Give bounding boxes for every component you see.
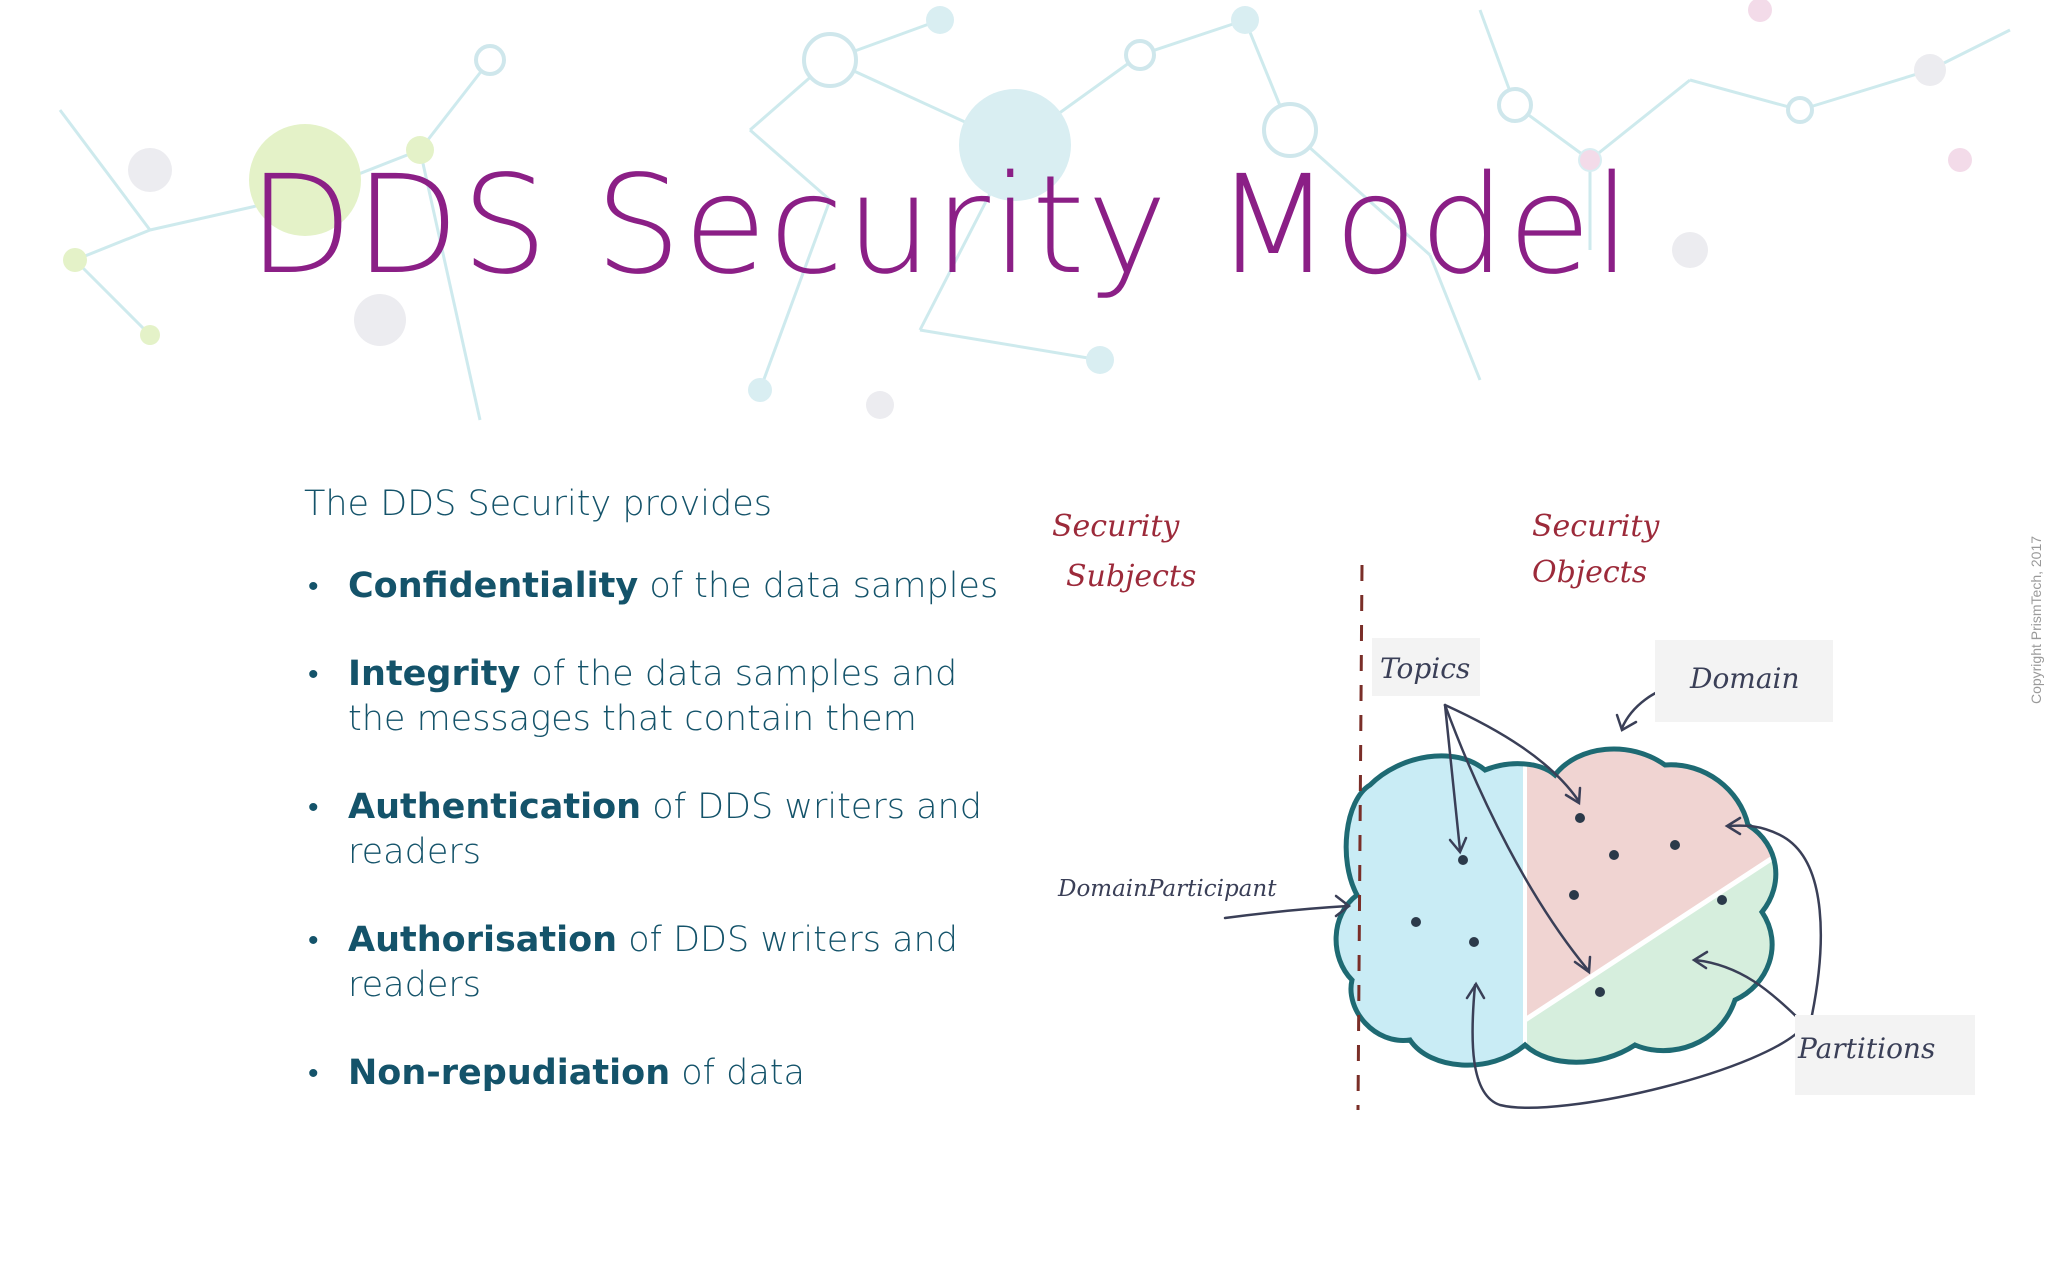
security-subjects-label: Security Subjects — [1052, 509, 1196, 594]
security-objects-label: Security Objects — [1532, 509, 1660, 590]
subjects-line-2: Subjects — [1066, 559, 1196, 594]
bullet-text: of DDS writers and readers — [348, 787, 982, 872]
partitions-label: Partitions — [1797, 1032, 1935, 1065]
bullet-marker: • — [308, 1056, 319, 1091]
entity-dots — [1411, 813, 1727, 997]
content-block: The DDS Security provides • Confidentiali… — [304, 484, 1004, 1139]
bullet-item-confidentiality: • Confidentiality of the data samples — [304, 564, 1004, 609]
topics-label: Topics — [1380, 652, 1470, 685]
bullet-text: of the data samples and the messages tha… — [348, 654, 958, 739]
subjects-line-1: Security — [1052, 509, 1180, 544]
bullet-keyword: Confidentiality — [348, 566, 639, 606]
objects-line-2: Objects — [1532, 555, 1647, 590]
domain-region — [1525, 748, 1776, 1020]
network-background — [58, 0, 2011, 421]
bullet-item-authorisation: • Authorisation of DDS writers and reader… — [304, 918, 1004, 1008]
bullet-keyword: Authentication — [348, 787, 642, 827]
domain-participant-label: DomainParticipant — [1057, 876, 1277, 902]
bullet-text: of the data samples — [638, 566, 999, 606]
domain-label: Domain — [1689, 662, 1800, 695]
bullet-text: of data — [670, 1053, 805, 1093]
bullet-item-authentication: • Authentication of DDS writers and reade… — [304, 785, 1004, 875]
domain-cloud — [1333, 746, 1779, 1068]
bullet-marker: • — [308, 569, 319, 604]
bullet-marker: • — [308, 923, 319, 958]
bullet-item-non-repudiation: • Non-repudiation of data — [304, 1051, 1004, 1096]
slide-title: DDS Security Model — [248, 147, 1634, 305]
subjects-region — [1336, 748, 1525, 1066]
bullet-marker: • — [308, 790, 319, 825]
diagram-arrows — [1223, 681, 1823, 1109]
bullet-item-integrity: • Integrity of the data samples and the m… — [304, 652, 1004, 742]
bullet-keyword: Authorisation — [348, 920, 618, 960]
divider-line — [1356, 564, 1364, 1111]
copyright-notice: Copyright PrismTech, 2017 — [2028, 535, 2044, 705]
objects-line-1: Security — [1532, 509, 1660, 544]
security-diagram: Security Subjects Security Objects Topic… — [1052, 509, 1975, 1111]
bullet-keyword: Non-repudiation — [348, 1053, 671, 1093]
bullet-marker: • — [308, 657, 319, 692]
intro-text: The DDS Security provides — [304, 484, 772, 524]
bullet-text: of DDS writers and readers — [348, 920, 958, 1005]
bullet-keyword: Integrity — [348, 654, 521, 694]
bullet-list: • Confidentiality of the data samples • In… — [304, 564, 1004, 1096]
